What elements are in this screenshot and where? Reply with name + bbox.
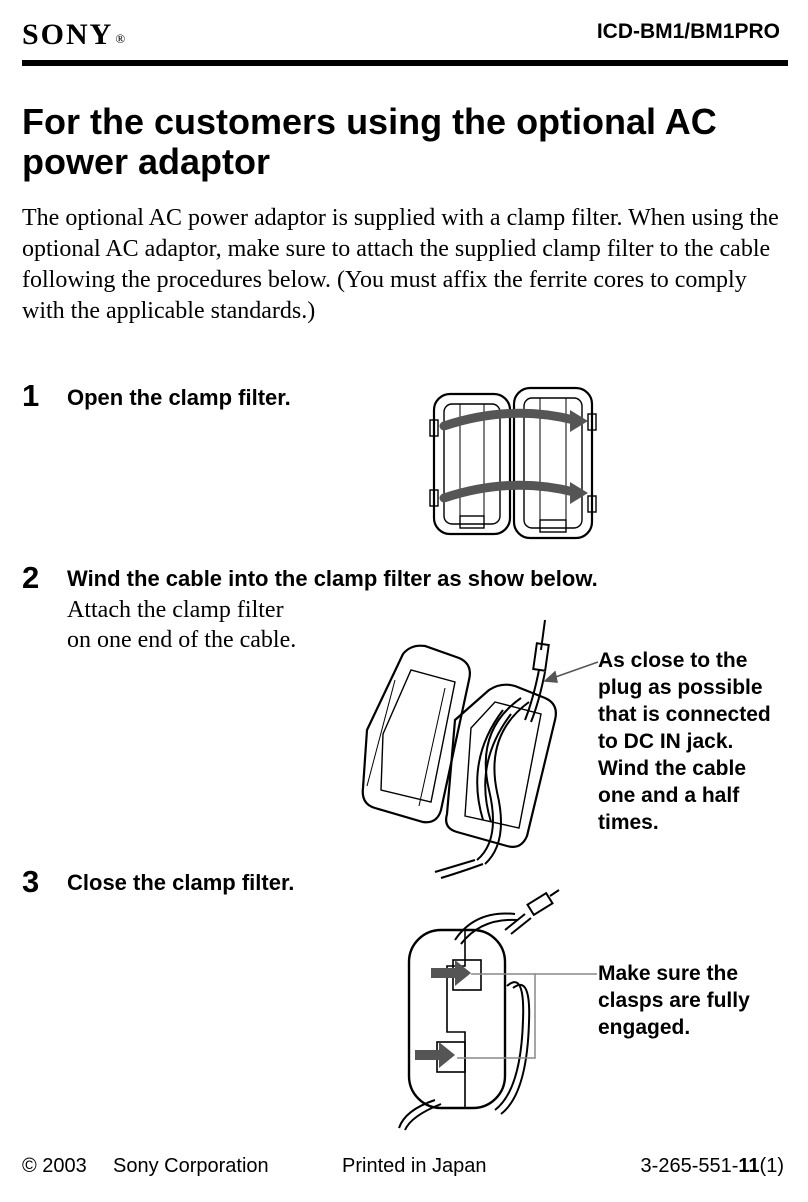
part-number-revision: 11 <box>738 1155 760 1177</box>
part-number: 3-265-551-11(1) <box>641 1154 784 1178</box>
copyright-year: © 2003 <box>22 1155 87 1177</box>
step-3-callout: Make sure the clasps are fully engaged. <box>598 962 750 1039</box>
model-number: ICD-BM1/BM1PRO <box>596 20 780 43</box>
part-number-prefix: 3-265-551- <box>640 1155 739 1177</box>
intro-paragraph: The optional AC power adaptor is supplie… <box>22 205 779 324</box>
registered-mark: ® <box>115 31 126 46</box>
step-3-number: 3 <box>22 864 40 899</box>
step-1-label: Open the clamp filter. <box>67 385 291 410</box>
step-2-label: Wind the cable into the clamp filter as … <box>67 566 598 591</box>
printed-in: Printed in Japan <box>342 1155 487 1177</box>
step-2-number: 2 <box>22 560 40 595</box>
header-rule <box>22 60 788 66</box>
step-2-body: Attach the clamp filter on one end of th… <box>67 597 297 653</box>
step-2-callout: As close to the plug as possible that is… <box>598 649 771 834</box>
sony-logo: SONY® <box>22 18 125 52</box>
page-title: For the customers using the optional AC … <box>22 101 717 182</box>
step-3-label: Close the clamp filter. <box>67 870 295 895</box>
brand-name: SONY <box>22 18 114 51</box>
part-number-suffix: (1) <box>759 1155 784 1177</box>
close-clamp-filter-illustration <box>398 889 597 1131</box>
company-name: Sony Corporation <box>113 1155 269 1177</box>
step-1-number: 1 <box>22 378 40 413</box>
open-clamp-filter-illustration <box>429 386 597 540</box>
wind-cable-illustration <box>361 619 599 879</box>
